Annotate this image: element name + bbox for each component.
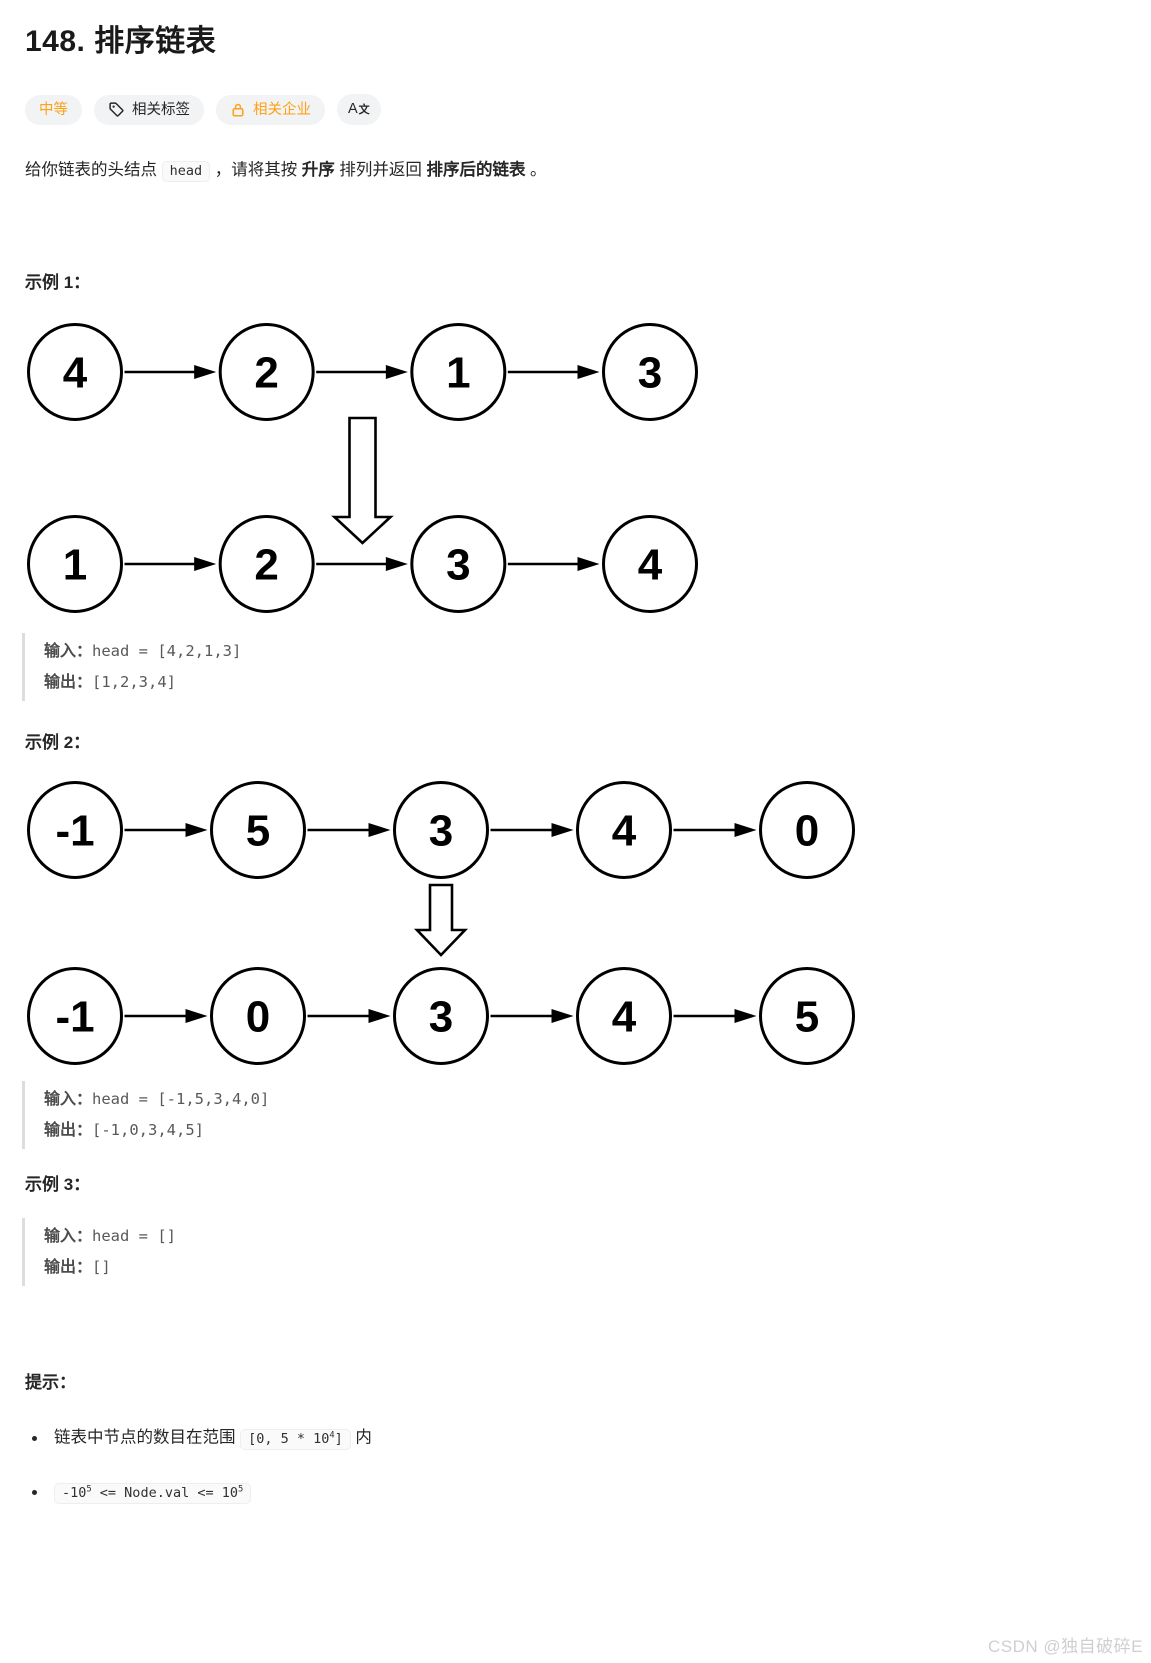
problem-page: 148. 排序链表 中等 相关标签 相关企业 A文 给 <box>0 0 1151 1506</box>
hints-heading: 提示： <box>25 1373 76 1392</box>
io-output-value: [1,2,3,4] <box>92 673 177 691</box>
example-2-heading: 示例 2： <box>25 733 91 752</box>
svg-text:3: 3 <box>429 993 453 1042</box>
difficulty-badge: 中等 <box>25 94 82 125</box>
hint-item-2: -105 <= Node.val <= 105 <box>48 1478 1126 1507</box>
io-line: 输入：head = [4,2,1,3] <box>44 636 1126 667</box>
io-line: 输出：[-1,0,3,4,5] <box>44 1115 1126 1146</box>
translate-button[interactable]: A文 <box>337 94 381 125</box>
io-input-label: 输入： <box>44 1091 93 1108</box>
svg-text:2: 2 <box>254 349 278 398</box>
svg-text:0: 0 <box>795 807 819 856</box>
io-output-value: [-1,0,3,4,5] <box>92 1121 204 1139</box>
example-2-io-block: 输入：head = [-1,5,3,4,0] 输出：[-1,0,3,4,5] <box>22 1081 1126 1149</box>
related-tags-label: 相关标签 <box>132 101 190 118</box>
svg-text:3: 3 <box>638 349 662 398</box>
example-3-io-block: 输入：head = [] 输出：[] <box>22 1218 1126 1286</box>
io-line: 输出：[1,2,3,4] <box>44 667 1126 698</box>
related-companies-button[interactable]: 相关企业 <box>216 94 325 125</box>
io-output-value: [] <box>92 1258 111 1276</box>
example-1-io-block: 输入：head = [4,2,1,3] 输出：[1,2,3,4] <box>22 633 1126 701</box>
svg-text:0: 0 <box>246 993 270 1042</box>
io-input-label: 输入： <box>44 1228 93 1245</box>
io-input-value: head = [] <box>92 1227 177 1245</box>
svg-text:2: 2 <box>254 541 278 590</box>
problem-description: 给你链表的头结点 head ，请将其按 升序 排列并返回 排序后的链表 。 <box>25 158 1126 184</box>
svg-text:3: 3 <box>429 807 453 856</box>
badge-row: 中等 相关标签 相关企业 A文 <box>25 94 1126 125</box>
svg-text:-1: -1 <box>55 807 94 856</box>
io-input-label: 输入： <box>44 643 93 660</box>
svg-text:1: 1 <box>446 349 470 398</box>
io-line: 输入：head = [] <box>44 1221 1126 1252</box>
translate-icon: A文 <box>348 101 370 117</box>
linked-list-diagram-2: -1 5 3 4 0 -1 0 3 4 5 <box>27 781 855 1065</box>
related-companies-label: 相关企业 <box>253 101 311 118</box>
io-line: 输入：head = [-1,5,3,4,0] <box>44 1084 1126 1115</box>
linked-list-diagram-1: 4 2 1 3 1 2 3 4 <box>27 323 698 613</box>
svg-text:4: 4 <box>612 993 637 1042</box>
io-input-value: head = [-1,5,3,4,0] <box>92 1090 270 1108</box>
svg-text:1: 1 <box>63 541 87 590</box>
example-3-heading: 示例 3： <box>25 1175 91 1194</box>
svg-text:5: 5 <box>246 807 270 856</box>
io-output-label: 输出： <box>44 674 93 691</box>
io-output-label: 输出： <box>44 1259 93 1276</box>
problem-title: 148. 排序链表 <box>25 25 217 58</box>
io-input-value: head = [4,2,1,3] <box>92 642 242 660</box>
hints-list: 链表中节点的数目在范围 [0, 5 * 104] 内 -105 <= Node.… <box>25 1423 1126 1506</box>
svg-text:3: 3 <box>446 541 470 590</box>
example-1-heading: 示例 1： <box>25 273 91 292</box>
lock-icon <box>230 102 246 118</box>
io-line: 输出：[] <box>44 1252 1126 1283</box>
svg-text:-1: -1 <box>55 993 94 1042</box>
svg-text:4: 4 <box>612 807 637 856</box>
related-tags-button[interactable]: 相关标签 <box>94 94 204 125</box>
tag-icon <box>108 101 125 118</box>
watermark: CSDN @独自破碎E <box>988 1637 1143 1656</box>
hint-item-1: 链表中节点的数目在范围 [0, 5 * 104] 内 <box>48 1423 1126 1452</box>
io-output-label: 输出： <box>44 1122 93 1139</box>
svg-text:5: 5 <box>795 993 819 1042</box>
svg-text:4: 4 <box>638 541 663 590</box>
svg-text:4: 4 <box>63 349 88 398</box>
